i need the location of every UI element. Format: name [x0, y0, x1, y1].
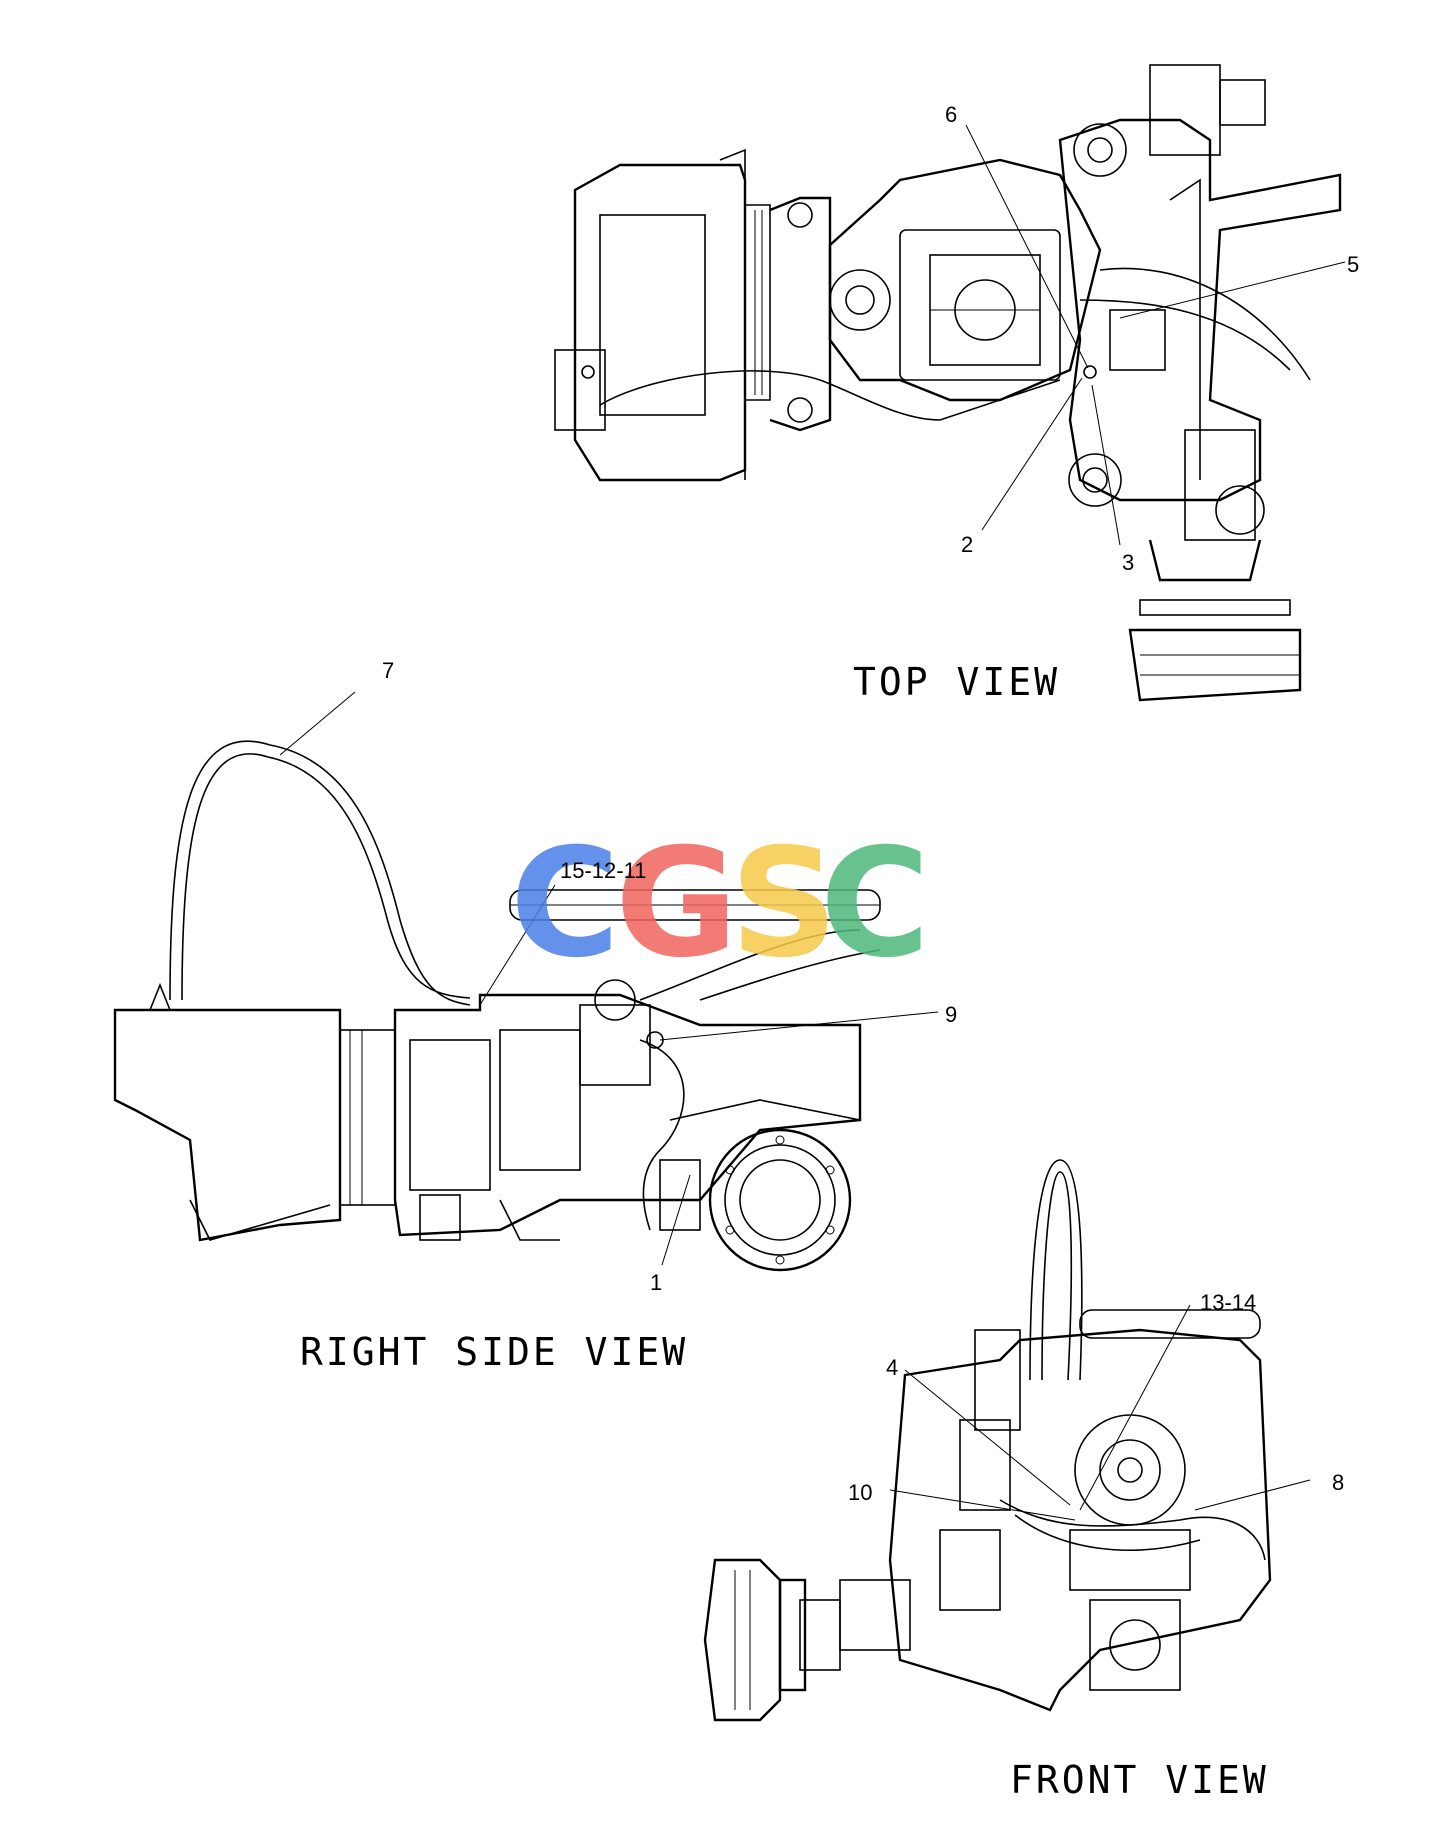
front-view-drawing [703, 1159, 1272, 1722]
top-view-drawing [554, 64, 1342, 702]
right-side-view-drawing [113, 740, 881, 1272]
callout-7: 7 [382, 658, 394, 683]
watermark-letter-g: G [615, 817, 738, 991]
cgsc-watermark: C G S C [510, 817, 930, 991]
callout-8: 8 [1332, 1470, 1344, 1495]
callout-15-12-11: 15-12-11 [560, 858, 646, 883]
callout-9: 9 [945, 1002, 957, 1027]
callout-10: 10 [848, 1480, 872, 1505]
watermark-letter-c2: C [820, 817, 930, 991]
right-side-view-title: RIGHT SIDE VIEW [300, 1330, 688, 1374]
front-view-title: FRONT VIEW [1010, 1758, 1269, 1802]
front-view-leaders [889, 1304, 1311, 1521]
callout-2: 2 [961, 532, 973, 557]
callout-1: 1 [650, 1270, 662, 1295]
watermark-letter-s: S [730, 817, 838, 991]
top-view-title: TOP VIEW [853, 660, 1060, 704]
watermark-letter-c1: C [510, 817, 620, 991]
callout-13-14: 13-14 [1200, 1290, 1256, 1315]
callout-4: 4 [886, 1355, 898, 1380]
callout-3: 3 [1122, 550, 1134, 575]
right-side-view-leaders [279, 691, 939, 1266]
callout-6: 6 [945, 102, 957, 127]
callout-labels: 6 5 2 3 7 15-12-11 9 1 13-14 4 10 8 [382, 102, 1359, 1505]
top-view-leaders [965, 124, 1346, 546]
view-titles: TOP VIEW RIGHT SIDE VIEW FRONT VIEW [300, 660, 1269, 1802]
callout-5: 5 [1347, 252, 1359, 277]
